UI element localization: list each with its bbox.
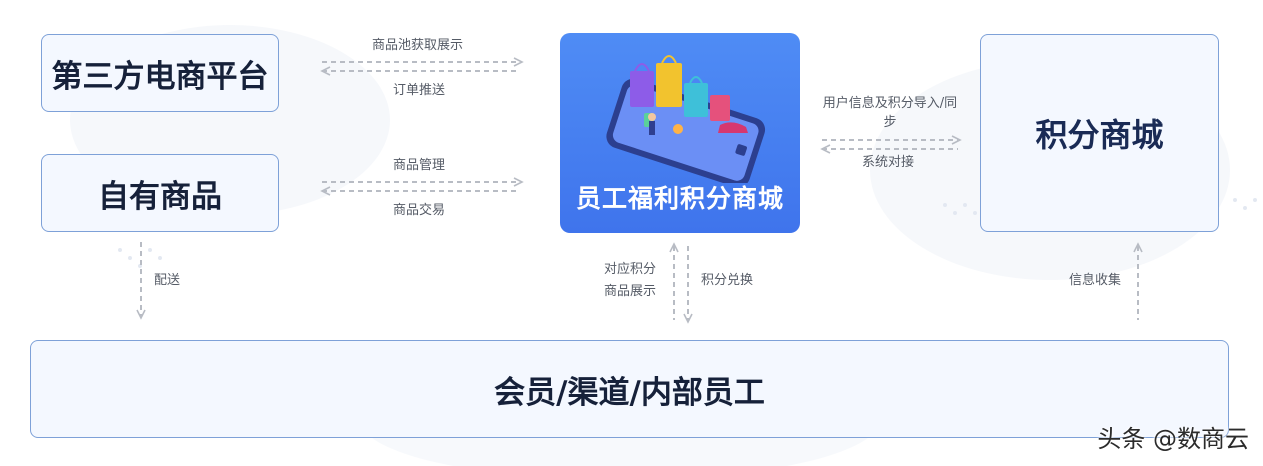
edge-label-points-display-line2: 商品展示 [604,284,657,299]
edge-label-points-display-line1: 对应积分 [604,262,657,277]
watermark-text: 头条 @数商云 [1097,425,1249,453]
node-members-label: 会员/渠道/内部员工 [494,374,765,411]
edge-label-order-push: 订单推送 [393,83,446,98]
node-center-welfare-mall: 员工福利积分商城 [560,33,800,233]
node-own-products: 自有商品 [41,154,279,232]
edge-label-product-trade: 商品交易 [393,203,446,218]
edge-label-pool-display: 商品池获取展示 [372,38,464,53]
node-third-party-platform: 第三方电商平台 [41,34,279,112]
node-third-party-label: 第三方电商平台 [51,58,269,95]
node-own-products-label: 自有商品 [98,178,222,215]
node-points-mall-label: 积分商城 [1035,116,1164,154]
edge-label-product-manage: 商品管理 [393,158,446,173]
edge-label-delivery: 配送 [154,273,181,288]
edge-label-info-collect: 信息收集 [1069,273,1122,288]
node-points-mall: 积分商城 [980,34,1219,232]
edge-label-system-link: 系统对接 [862,155,915,170]
edge-label-points-exchange: 积分兑换 [701,273,754,288]
node-center-label: 员工福利积分商城 [575,184,784,213]
edge-label-user-sync: 用户信息及积分导入/同步 [822,96,958,130]
node-members-channels-staff: 会员/渠道/内部员工 [30,340,1229,438]
phone-shopping-illustration [606,55,766,183]
